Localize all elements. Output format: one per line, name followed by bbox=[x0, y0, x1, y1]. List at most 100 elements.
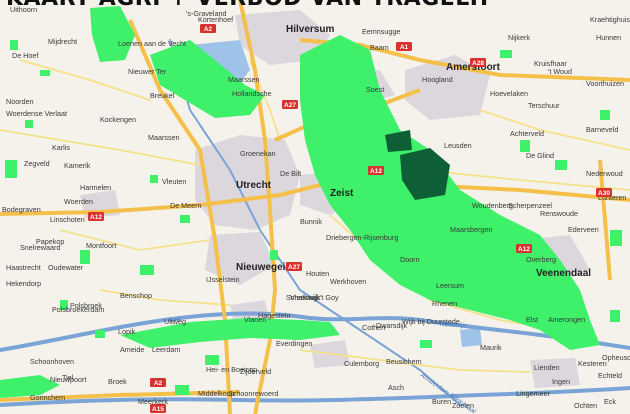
svg-text:A27: A27 bbox=[284, 102, 296, 109]
dark-green-layer bbox=[385, 130, 450, 200]
place-label: 't Woud bbox=[548, 67, 572, 76]
place-label: 't Goy bbox=[320, 293, 339, 302]
svg-text:A27: A27 bbox=[288, 264, 300, 271]
place-label: Leusden bbox=[444, 141, 472, 150]
place-label: Gorinchem bbox=[30, 393, 65, 402]
place-label: Buren bbox=[432, 397, 451, 406]
place-label: Zegveld bbox=[24, 159, 50, 168]
road-shield: A15 bbox=[150, 404, 166, 413]
green-area-southwest bbox=[0, 375, 60, 398]
place-label: Polsbroekerdam bbox=[52, 305, 104, 314]
road-shield: A12 bbox=[368, 166, 384, 175]
place-label: Kamerik bbox=[64, 161, 91, 170]
place-label: Kockengen bbox=[100, 115, 136, 124]
place-label: De Glind bbox=[526, 151, 554, 160]
place-label: Noorden bbox=[6, 97, 34, 106]
road-shield: A30 bbox=[596, 188, 612, 197]
place-label: Vleuten bbox=[162, 177, 186, 186]
place-label: Montfoort bbox=[86, 241, 116, 250]
place-label: Tiel bbox=[62, 373, 74, 382]
place-label: Polsbroek bbox=[70, 301, 102, 310]
place-label: Werkhoven bbox=[330, 277, 366, 286]
urban-tiel bbox=[530, 358, 580, 388]
place-label: Hunnen bbox=[596, 33, 621, 42]
place-label: Eck bbox=[604, 397, 616, 406]
place-label: Lopik bbox=[118, 327, 136, 336]
place-label: Wijk bij Duurstede bbox=[402, 317, 460, 326]
place-label: De Bilt bbox=[280, 169, 301, 178]
place-label: IJsselstein bbox=[206, 275, 240, 284]
place-label: Doorn bbox=[400, 255, 420, 264]
place-label: Uitweg bbox=[164, 317, 186, 326]
green-area-heuvelrug bbox=[300, 35, 600, 350]
place-label: Lienden bbox=[534, 363, 560, 372]
place-label: Nieuwegein bbox=[236, 262, 292, 273]
title-bar: KAART AGRI + VERBOD VAN TRAGELH bbox=[0, 0, 630, 8]
green-area-northwest bbox=[90, 6, 135, 62]
place-label: Eemnsugge bbox=[362, 27, 400, 36]
place-label: Ingen bbox=[552, 377, 570, 386]
place-label: Echteld bbox=[598, 371, 622, 380]
highway-a30 bbox=[598, 159, 612, 281]
place-label: Hoevelaken bbox=[490, 89, 528, 98]
place-label: Zoelen bbox=[452, 401, 474, 410]
place-label: Ederveen bbox=[568, 225, 599, 234]
page-title: KAART AGRI + VERBOD VAN TRAGELH bbox=[6, 0, 489, 8]
place-label: Terschuur bbox=[528, 101, 560, 110]
svg-text:A1: A1 bbox=[400, 44, 409, 51]
road-shield: A12 bbox=[516, 244, 532, 253]
place-label: Achterveld bbox=[510, 129, 544, 138]
place-label: Harmelen bbox=[80, 183, 111, 192]
urban-nieuwegein bbox=[205, 232, 275, 285]
road-shield: A12 bbox=[88, 212, 104, 221]
place-label: Middelkoop bbox=[198, 389, 235, 398]
place-label: Beusichem bbox=[386, 357, 422, 366]
place-label: Ochten bbox=[574, 401, 597, 410]
place-label: Scherpenzeel bbox=[508, 201, 552, 210]
place-label: Asch bbox=[388, 383, 404, 392]
river-label: Nederrijn bbox=[440, 321, 467, 329]
place-label: Loenen aan de Vecht bbox=[118, 39, 186, 48]
place-label: Benschop bbox=[120, 291, 152, 300]
place-label: Rhenen bbox=[432, 299, 457, 308]
place-label: Maurik bbox=[480, 343, 502, 352]
svg-text:A28: A28 bbox=[472, 60, 484, 67]
place-label: Lunteren bbox=[598, 193, 626, 202]
place-label: Leerdam bbox=[152, 345, 180, 354]
place-label: Amerongen bbox=[548, 315, 585, 324]
place-label: Veenendaal bbox=[536, 268, 591, 279]
green-layer bbox=[0, 6, 622, 398]
place-label: Dwarsdijk bbox=[376, 321, 408, 330]
place-label: Driebergen-Rijsenburg bbox=[326, 233, 398, 242]
place-label: Woerden bbox=[64, 197, 93, 206]
svg-text:A30: A30 bbox=[598, 190, 610, 197]
place-label: Broek bbox=[108, 377, 127, 386]
place-label: Woerdense Verlaat bbox=[6, 109, 67, 118]
place-label: Utrecht bbox=[236, 180, 272, 191]
place-label: Lingemeer bbox=[516, 389, 551, 398]
place-label: Hollandsche bbox=[232, 89, 272, 98]
dark-area-2 bbox=[400, 148, 450, 200]
river-waal bbox=[0, 386, 630, 407]
place-label: Uithoorn bbox=[10, 5, 37, 14]
place-label: Linschoten bbox=[50, 215, 85, 224]
svg-text:A2: A2 bbox=[154, 380, 163, 387]
highway-a15 bbox=[0, 390, 241, 402]
road-shield: A27 bbox=[282, 100, 298, 109]
river-label: Lek bbox=[170, 316, 182, 324]
road-shield: A2 bbox=[200, 24, 216, 33]
place-label: Barneveld bbox=[586, 125, 618, 134]
urban-amersfoort bbox=[405, 55, 490, 120]
place-label: Leersum bbox=[436, 281, 464, 290]
place-label: Houten bbox=[306, 269, 329, 278]
place-label: Kraehtighuis bbox=[590, 15, 630, 24]
place-label: Schoonhoven bbox=[30, 357, 74, 366]
place-label: Ameide bbox=[120, 345, 144, 354]
river-lek bbox=[0, 311, 630, 352]
place-label: Voorthuizen bbox=[586, 79, 624, 88]
place-label: Papekop bbox=[36, 237, 64, 246]
place-label: Breukel bbox=[150, 91, 175, 100]
